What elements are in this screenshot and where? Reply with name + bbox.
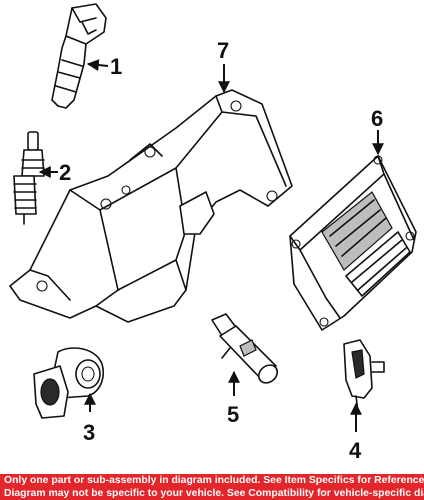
ignition-coil-part [51,3,107,109]
disclaimer-line-1: Only one part or sub-assembly in diagram… [4,475,424,486]
engine-control-module-part [289,155,417,331]
callout-7: 7 [217,38,229,63]
callout-4: 4 [349,438,362,463]
callout-6: 6 [371,106,383,131]
knock-sensor-part [33,347,104,419]
callout-arrows [38,59,384,432]
disclaimer-banner: Only one part or sub-assembly in diagram… [0,474,424,500]
mounting-bracket-part [9,89,293,323]
callout-3: 3 [83,420,95,445]
parts-diagram: 1 2 3 4 5 6 7 [9,3,417,463]
callout-1: 1 [110,54,122,79]
spark-plug-part [13,131,45,225]
callout-2: 2 [59,160,71,185]
callout-1-arrow [86,59,109,72]
sensor-part-4 [343,339,385,413]
position-sensor-part [211,313,279,384]
disclaimer-line-2: Diagram may not be specific to your vehi… [4,488,424,499]
callout-5: 5 [227,402,239,427]
